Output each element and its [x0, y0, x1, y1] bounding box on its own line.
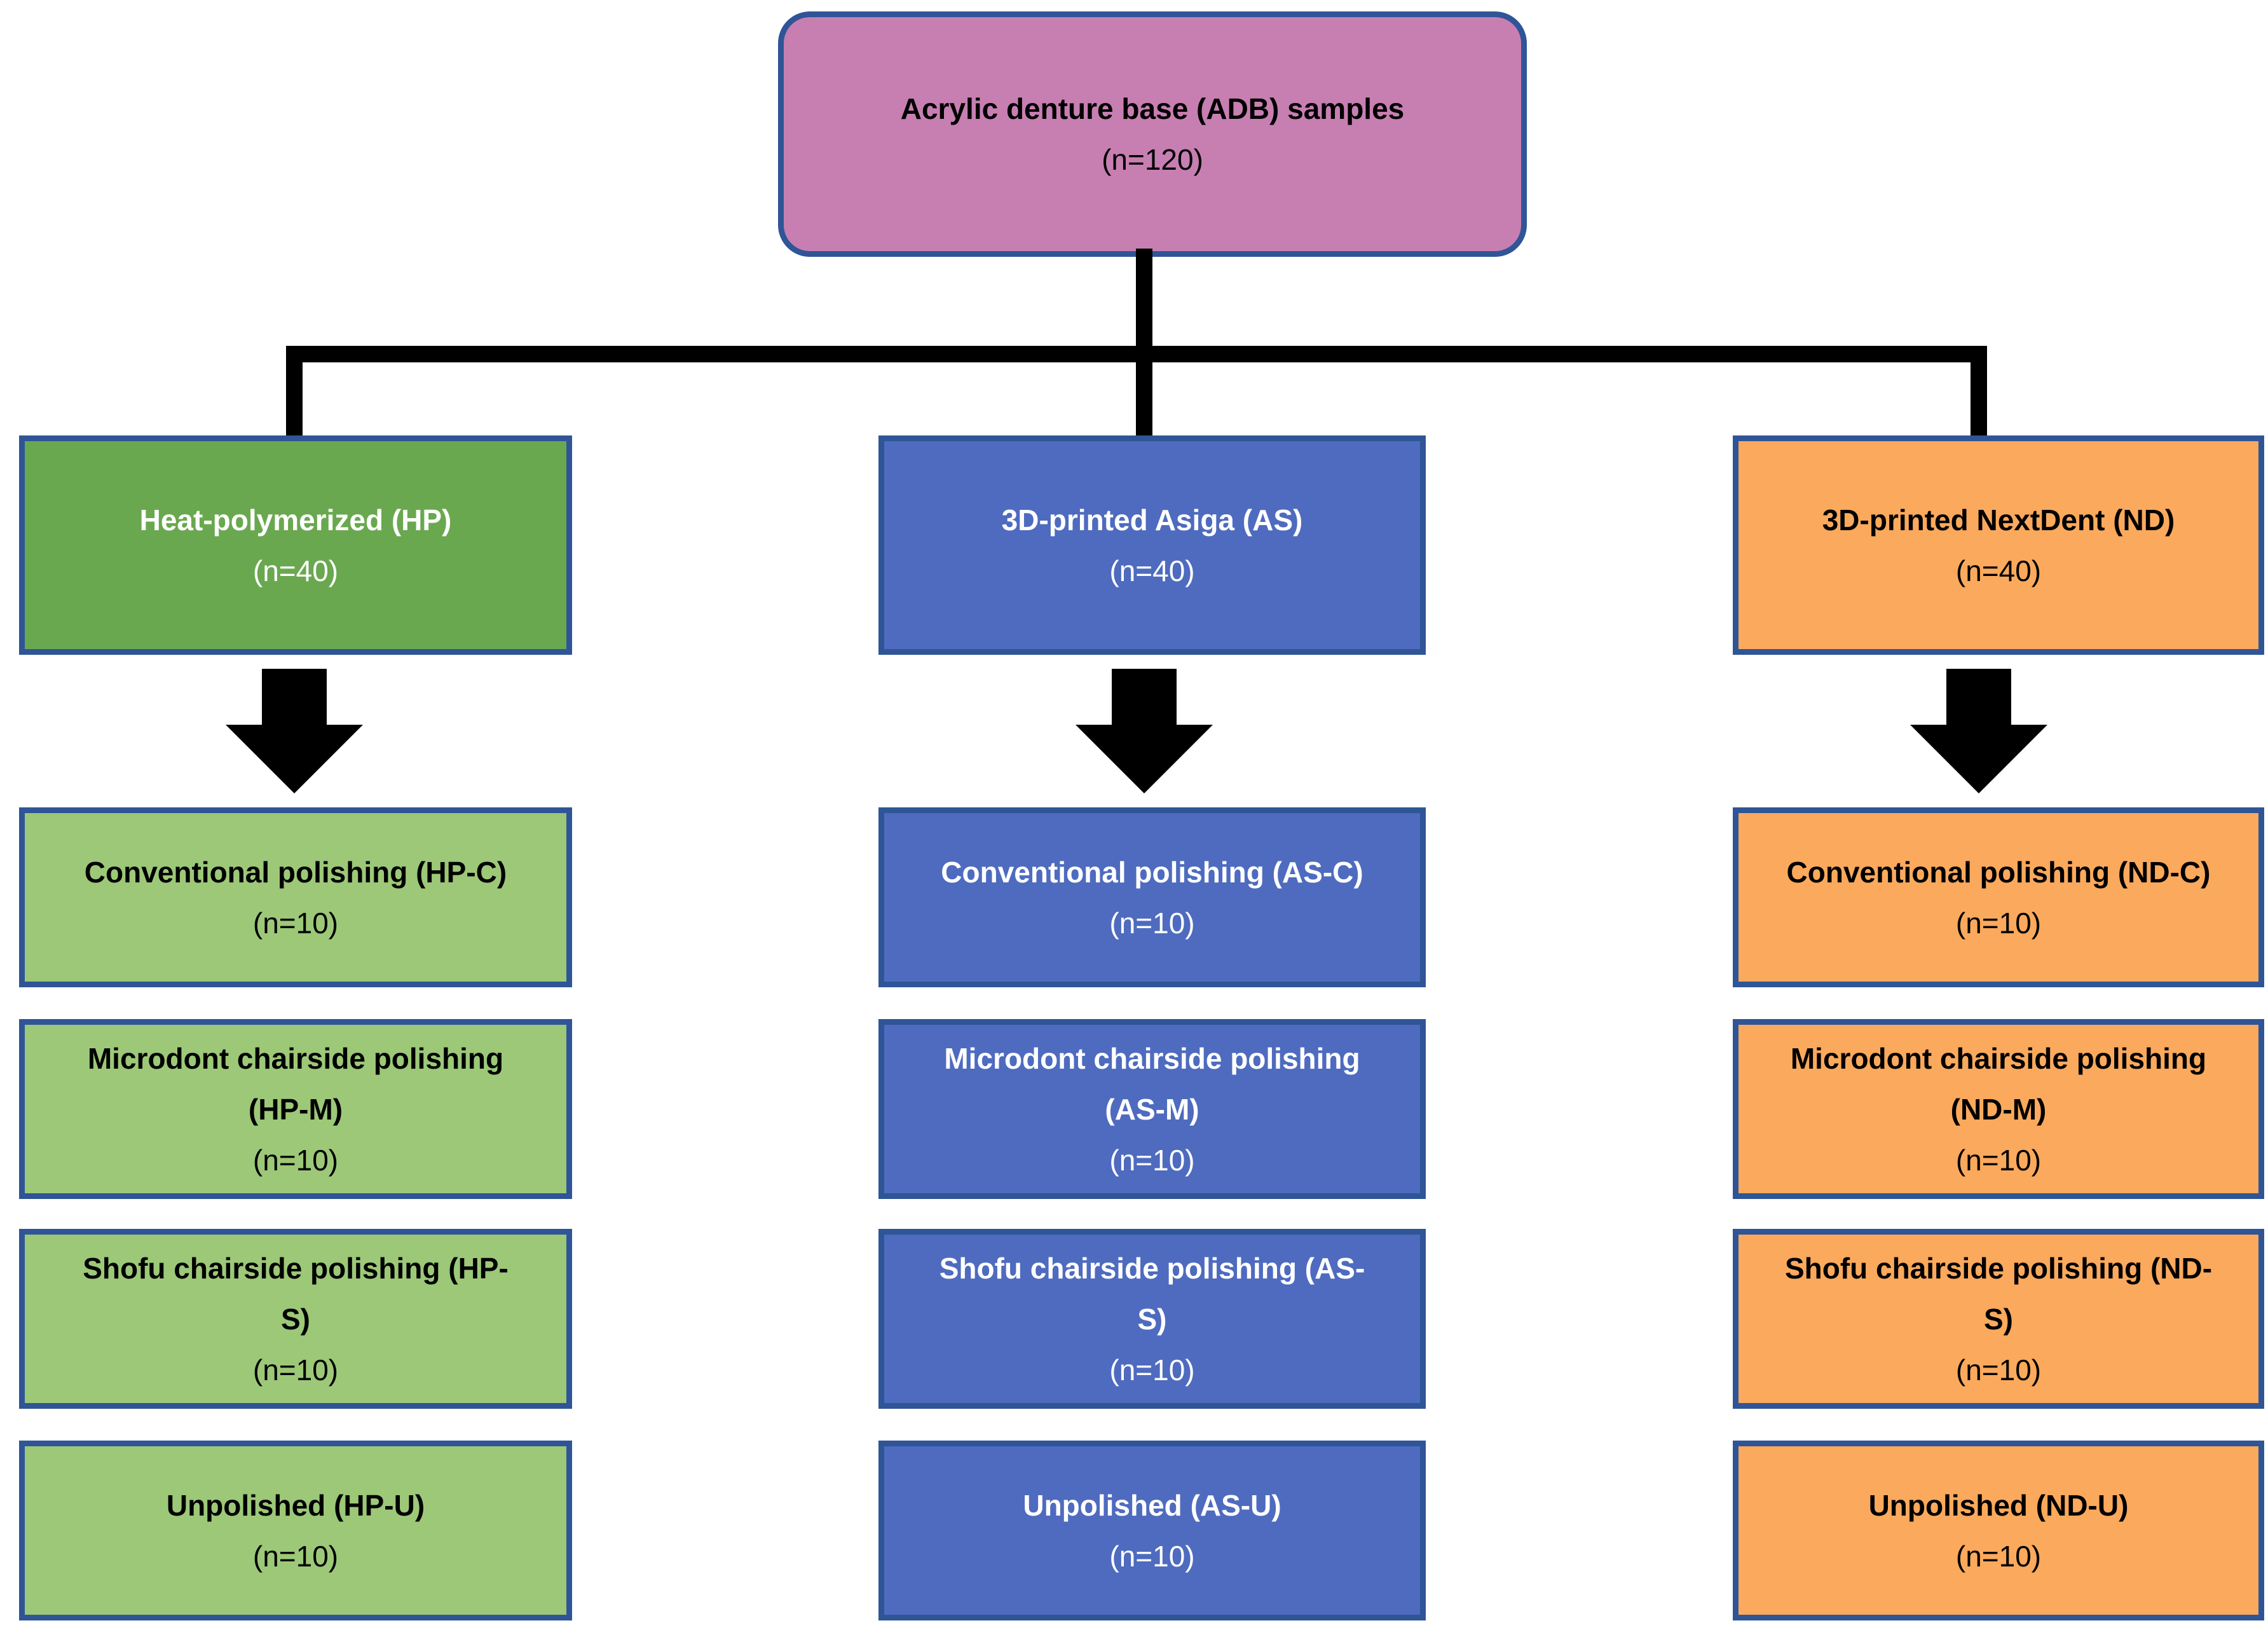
- box-title-line2: (AS-M): [1105, 1092, 1199, 1126]
- arrow-stem: [1946, 669, 2011, 725]
- hp-header-box: Heat-polymerized (HP) (n=40): [19, 435, 572, 655]
- nd-box-conventional: Conventional polishing (ND-C) (n=10): [1733, 807, 2264, 987]
- box-title-line: Microdont chairside polishing: [944, 1041, 1360, 1075]
- connector-vertical-right: [1971, 346, 1987, 438]
- box-title-line: Conventional polishing (ND-C): [1786, 855, 2211, 889]
- connector-vertical-center: [1136, 249, 1152, 438]
- box-count-line: (n=10): [1109, 1539, 1195, 1573]
- box-count-line: (n=10): [252, 1353, 339, 1387]
- box-title-line2: S): [1137, 1302, 1167, 1336]
- box-title-line: Acrylic denture base (ADB) samples: [900, 92, 1405, 125]
- arrow-head: [1910, 725, 2047, 793]
- nd-box-unpolished: Unpolished (ND-U) (n=10): [1733, 1441, 2264, 1620]
- box-title-line2: S): [281, 1302, 310, 1336]
- box-count-line: (n=10): [252, 1143, 339, 1177]
- connector-vertical-left: [286, 346, 303, 438]
- box-title-line2: (ND-M): [1950, 1092, 2047, 1126]
- nd-box-shofu: Shofu chairside polishing (ND- S) (n=10): [1733, 1229, 2264, 1409]
- box-title-line: Heat-polymerized (HP): [139, 503, 452, 537]
- hp-box-conventional: Conventional polishing (HP-C) (n=10): [19, 807, 572, 987]
- box-count-line: (n=10): [1955, 906, 2042, 940]
- arrow-stem: [1112, 669, 1177, 725]
- as-box-microdont: Microdont chairside polishing (AS-M) (n=…: [878, 1019, 1426, 1199]
- down-arrow-icon-as: [1076, 669, 1213, 793]
- down-arrow-icon-nd: [1910, 669, 2047, 793]
- arrow-stem: [262, 669, 327, 725]
- hp-box-unpolished: Unpolished (HP-U) (n=10): [19, 1441, 572, 1620]
- box-count-line: (n=10): [1955, 1143, 2042, 1177]
- box-count-line: (n=120): [1102, 143, 1203, 176]
- box-title-line: Conventional polishing (AS-C): [941, 855, 1363, 889]
- box-count-line: (n=10): [252, 906, 339, 940]
- box-count-line: (n=10): [1955, 1353, 2042, 1387]
- box-title-line: Microdont chairside polishing: [1790, 1041, 2207, 1075]
- box-title-line: Microdont chairside polishing: [87, 1041, 504, 1075]
- box-title-line: Shofu chairside polishing (AS-: [939, 1251, 1365, 1285]
- connector-horizontal: [286, 346, 1987, 362]
- hp-box-microdont: Microdont chairside polishing (HP-M) (n=…: [19, 1019, 572, 1199]
- box-title-line2: S): [1984, 1302, 2013, 1336]
- root-box-adb-samples: Acrylic denture base (ADB) samples (n=12…: [778, 11, 1527, 257]
- box-title-line: 3D-printed NextDent (ND): [1822, 503, 2175, 537]
- box-count-line: (n=10): [1955, 1539, 2042, 1573]
- nd-box-microdont: Microdont chairside polishing (ND-M) (n=…: [1733, 1019, 2264, 1199]
- box-count-line: (n=40): [1955, 554, 2042, 587]
- box-count-line: (n=10): [1109, 1353, 1195, 1387]
- box-title-line: Conventional polishing (HP-C): [84, 855, 507, 889]
- box-count-line: (n=10): [252, 1539, 339, 1573]
- box-title-line: Shofu chairside polishing (HP-: [83, 1251, 509, 1285]
- nd-header-box: 3D-printed NextDent (ND) (n=40): [1733, 435, 2264, 655]
- hp-box-shofu: Shofu chairside polishing (HP- S) (n=10): [19, 1229, 572, 1409]
- arrow-head: [1076, 725, 1213, 793]
- arrow-head: [226, 725, 363, 793]
- box-count-line: (n=10): [1109, 906, 1195, 940]
- box-title-line: Unpolished (ND-U): [1868, 1488, 2129, 1522]
- box-count-line: (n=40): [1109, 554, 1195, 587]
- box-title-line: Shofu chairside polishing (ND-: [1784, 1251, 2213, 1285]
- box-count-line: (n=40): [252, 554, 339, 587]
- box-title-line: Unpolished (HP-U): [166, 1488, 425, 1522]
- as-box-shofu: Shofu chairside polishing (AS- S) (n=10): [878, 1229, 1426, 1409]
- box-title-line: 3D-printed Asiga (AS): [1001, 503, 1303, 537]
- down-arrow-icon-hp: [226, 669, 363, 793]
- as-header-box: 3D-printed Asiga (AS) (n=40): [878, 435, 1426, 655]
- box-title-line: Unpolished (AS-U): [1023, 1488, 1281, 1522]
- box-title-line2: (HP-M): [248, 1092, 343, 1126]
- as-box-unpolished: Unpolished (AS-U) (n=10): [878, 1441, 1426, 1620]
- box-count-line: (n=10): [1109, 1143, 1195, 1177]
- as-box-conventional: Conventional polishing (AS-C) (n=10): [878, 807, 1426, 987]
